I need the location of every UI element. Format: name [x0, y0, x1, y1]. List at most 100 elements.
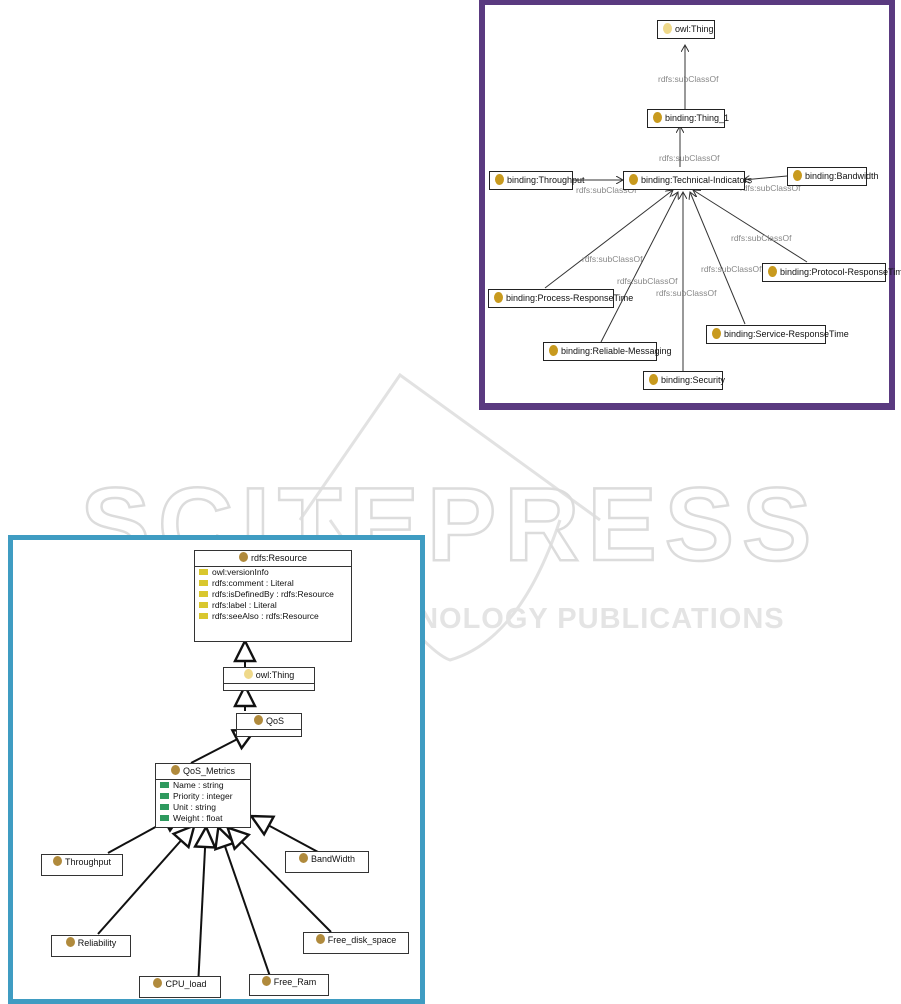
class-free-ram[interactable]: Free_Ram	[249, 974, 329, 996]
class-cpu-load[interactable]: CPU_load	[139, 976, 221, 998]
property-icon	[199, 580, 208, 586]
node-service-responsetime[interactable]: binding:Service-ResponseTime	[706, 325, 849, 344]
datatype-property-icon	[160, 793, 169, 799]
edge-label: rdfs:subClassOf	[656, 288, 717, 298]
node-label: binding:Technical-Indicators	[641, 175, 753, 185]
class-throughput[interactable]: Throughput	[41, 854, 123, 876]
property-icon	[199, 591, 208, 597]
class-title: owl:Thing	[255, 670, 295, 680]
attribute-label: Weight : float	[173, 813, 223, 823]
class-icon	[298, 853, 308, 863]
node-security[interactable]: binding:Security	[643, 371, 726, 390]
class-icon	[253, 715, 263, 725]
node-owl-thing[interactable]: owl:Thing	[657, 20, 715, 39]
class-title: CPU_load	[165, 979, 207, 989]
class-icon	[494, 292, 503, 303]
node-technical-indicators[interactable]: binding:Technical-Indicators	[623, 171, 752, 190]
attribute-label: rdfs:seeAlso : rdfs:Resource	[212, 611, 319, 621]
class-icon	[65, 937, 75, 947]
node-label: binding:Reliable-Messaging	[561, 346, 672, 356]
uml-class-diagram-canvas: rdfs:Resource owl:versionInfo rdfs:comme…	[13, 540, 420, 999]
node-label: binding:Thing_1	[665, 113, 730, 123]
attribute-row: Name : string	[156, 780, 250, 791]
edge-label: rdfs:subClassOf	[582, 254, 643, 264]
graph-edges	[544, 5, 808, 371]
attribute-label: rdfs:label : Literal	[212, 600, 277, 610]
class-icon	[315, 934, 325, 944]
node-label: binding:Security	[661, 375, 726, 385]
class-icon	[243, 669, 253, 679]
node-process-responsetime[interactable]: binding:Process-ResponseTime	[488, 289, 633, 308]
property-icon	[199, 602, 208, 608]
node-label: binding:Service-ResponseTime	[724, 329, 849, 339]
class-icon	[712, 328, 721, 339]
class-icon	[663, 23, 672, 34]
node-bandwidth[interactable]: binding:Bandwidth	[787, 167, 879, 186]
class-title: Reliability	[77, 938, 117, 948]
attribute-row: rdfs:seeAlso : rdfs:Resource	[195, 611, 351, 622]
class-icon	[170, 765, 180, 775]
attribute-row: Weight : float	[156, 813, 250, 824]
edge-label: rdfs:subClassOf	[659, 153, 720, 163]
class-title: Free_Ram	[273, 977, 317, 987]
node-label: binding:Throughput	[507, 175, 585, 185]
attribute-label: owl:versionInfo	[212, 567, 269, 577]
class-owl-thing[interactable]: owl:Thing	[223, 667, 315, 691]
attribute-row: rdfs:label : Literal	[195, 600, 351, 611]
attribute-row: rdfs:isDefinedBy : rdfs:Resource	[195, 589, 351, 600]
class-bandwidth[interactable]: BandWidth	[285, 851, 369, 873]
uml-class-diagram-panel: rdfs:Resource owl:versionInfo rdfs:comme…	[8, 535, 425, 1004]
attribute-label: Unit : string	[173, 802, 216, 812]
class-icon	[52, 856, 62, 866]
attribute-label: Priority : integer	[173, 791, 233, 801]
attribute-label: rdfs:comment : Literal	[212, 578, 294, 588]
edge-label: rdfs:subClassOf	[740, 183, 801, 193]
class-free-disk-space[interactable]: Free_disk_space	[303, 932, 409, 954]
node-label: binding:Bandwidth	[805, 171, 879, 181]
class-title: QoS	[265, 716, 284, 726]
datatype-property-icon	[160, 782, 169, 788]
class-icon	[153, 978, 163, 988]
class-icon	[653, 112, 662, 123]
ontology-graph-panel: rdfs:subClassOf rdfs:subClassOf rdfs:sub…	[479, 0, 901, 410]
node-binding-thing-1[interactable]: binding:Thing_1	[647, 109, 729, 128]
attribute-row: owl:versionInfo	[195, 567, 351, 578]
edge-label: rdfs:subClassOf	[701, 264, 762, 274]
property-icon	[199, 613, 208, 619]
class-qos[interactable]: QoS	[236, 713, 302, 737]
datatype-property-icon	[160, 804, 169, 810]
class-title: BandWidth	[310, 854, 356, 864]
class-qos-metrics[interactable]: QoS_Metrics Name : string Priority : int…	[155, 763, 251, 828]
class-title: QoS_Metrics	[182, 766, 235, 776]
class-icon	[238, 552, 248, 562]
datatype-property-icon	[160, 815, 169, 821]
class-icon	[768, 266, 777, 277]
node-label: binding:Protocol-ResponseTime	[780, 267, 901, 277]
edge-label: rdfs:subClassOf	[576, 185, 637, 195]
node-reliable-messaging[interactable]: binding:Reliable-Messaging	[543, 342, 672, 361]
property-icon	[199, 569, 208, 575]
edge-label: rdfs:subClassOf	[731, 233, 792, 243]
class-title: rdfs:Resource	[250, 553, 308, 563]
node-protocol-responsetime[interactable]: binding:Protocol-ResponseTime	[762, 263, 901, 282]
attribute-row: Priority : integer	[156, 791, 250, 802]
attribute-label: Name : string	[173, 780, 224, 790]
node-label: binding:Process-ResponseTime	[506, 293, 634, 303]
class-title: Free_disk_space	[327, 935, 397, 945]
edge-label: rdfs:subClassOf	[617, 276, 678, 286]
node-label: owl:Thing	[675, 24, 714, 34]
class-reliability[interactable]: Reliability	[51, 935, 131, 957]
class-rdfs-resource[interactable]: rdfs:Resource owl:versionInfo rdfs:comme…	[194, 550, 352, 642]
class-icon	[649, 374, 658, 385]
node-throughput[interactable]: binding:Throughput	[489, 171, 585, 190]
attribute-row: Unit : string	[156, 802, 250, 813]
class-title: Throughput	[64, 857, 112, 867]
class-icon	[549, 345, 558, 356]
attribute-label: rdfs:isDefinedBy : rdfs:Resource	[212, 589, 334, 599]
class-icon	[629, 174, 638, 185]
class-icon	[261, 976, 271, 986]
edge-label: rdfs:subClassOf	[658, 74, 719, 84]
class-icon	[495, 174, 504, 185]
attribute-row: rdfs:comment : Literal	[195, 578, 351, 589]
class-icon	[793, 170, 802, 181]
